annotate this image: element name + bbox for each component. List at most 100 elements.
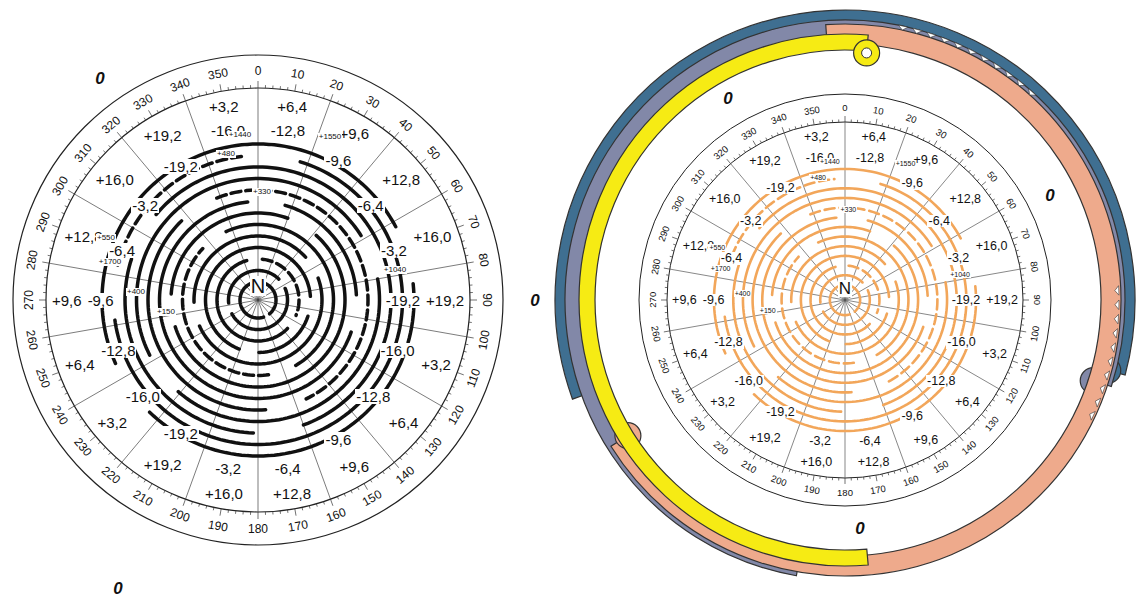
tick [838,120,839,123]
tick [1002,215,1004,216]
offset-value: +6,4 [388,415,420,430]
tick [704,414,709,418]
tick [323,96,325,99]
bearing-label: 120 [1003,386,1020,406]
bearing-label: 150 [931,458,951,475]
tick [869,476,870,478]
tick [164,491,165,494]
band-tooth [1114,314,1118,324]
tick [80,419,82,421]
tick [138,122,140,124]
tick [686,389,691,392]
tick [126,467,128,469]
tick [973,175,975,177]
offset-value: -12,8 [855,152,886,165]
offset-value: -19,2 [765,182,796,195]
tick [1008,227,1010,228]
tick [734,440,736,442]
offset-value: +19,2 [143,128,183,143]
tick [98,442,100,444]
bearing-label: 170 [286,518,310,534]
tick [377,476,379,478]
labyrinth-arc [868,220,928,295]
offset-value: -6,4 [927,215,951,228]
tick [782,467,784,473]
tick [1005,221,1007,222]
degree-ticks [661,116,1029,484]
labyrinth-arc [156,167,391,425]
tick [411,447,413,449]
tick [955,158,957,160]
bearing-label: 340 [167,75,192,94]
bearing-label: 280 [649,257,661,276]
tick [993,400,995,401]
bearing-label: 290 [33,209,52,234]
tick [900,128,902,130]
tick [985,189,987,191]
tick [469,277,472,278]
tick [62,213,65,214]
tick [749,451,750,453]
tick [1012,361,1018,363]
tick [465,255,468,257]
offset-value: +16,0 [412,229,452,244]
tick [109,453,111,455]
tick [171,104,172,107]
depth-value: +1440 [819,158,841,165]
offset-value: +9,6 [338,459,370,474]
tick [467,337,474,338]
tick [977,419,979,421]
bearing-label: 300 [670,194,687,214]
tick [44,314,47,315]
tick [344,494,345,497]
tick [1020,268,1026,269]
offset-value: -3,2 [380,243,408,258]
tick [183,94,185,101]
tick [177,101,178,104]
tick [795,126,797,128]
tick [678,366,680,368]
band-tooth [1095,398,1100,407]
tick [989,405,991,406]
tick [54,233,57,235]
tick [923,138,924,140]
tick [832,478,833,481]
tick [49,351,52,353]
offset-value: +19,2 [748,432,782,445]
tick [789,128,791,130]
band-tooth [927,32,936,37]
tick [1023,312,1026,313]
tick [1008,372,1010,373]
depth-value: +1700 [98,258,122,266]
labyrinth-arc [183,249,269,376]
offset-value: -19,2 [163,426,199,441]
tick [45,329,48,330]
tick [389,467,391,469]
band-tooth [898,25,908,30]
tick [929,457,930,459]
offset-value: +19,2 [425,293,465,308]
tick [981,182,986,186]
tick [272,86,273,89]
depth-value: +1040 [383,266,407,274]
band-tooth [1100,385,1105,394]
radial-line [122,300,258,462]
bearing-label: 200 [167,506,192,525]
tick [993,199,995,200]
tick [1014,244,1016,246]
labyrinth-arc [725,184,967,421]
tick [80,180,82,182]
tick [68,400,71,401]
tick [686,215,688,216]
tick [888,125,890,127]
bearing-label: 220 [99,464,124,487]
tick [405,145,407,147]
tick [138,476,140,478]
bearing-label: 350 [802,104,821,116]
tick [370,118,372,121]
tick [917,463,918,465]
tick [337,101,338,104]
labyrinth-arc [178,279,379,422]
bearing-label: 300 [49,173,70,198]
tick [90,436,95,440]
